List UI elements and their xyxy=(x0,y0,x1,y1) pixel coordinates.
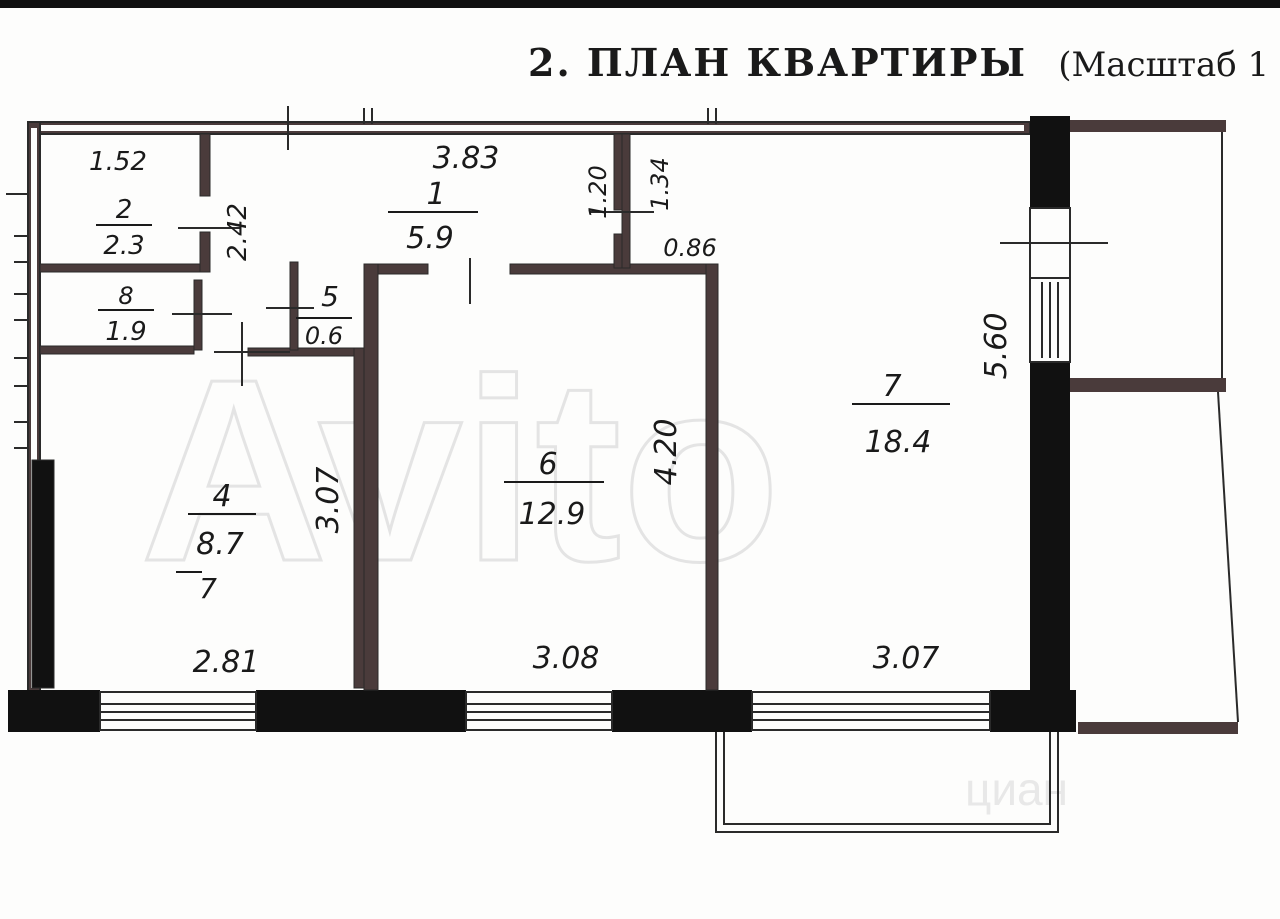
room-2-area: 2.3 xyxy=(103,231,144,261)
top-border xyxy=(0,0,1280,8)
room-7-number: 7 xyxy=(882,369,901,404)
room-1: 1 5.9 xyxy=(406,177,454,256)
plan-title: 2. ПЛАН КВАРТИРЫ (Масштаб 1 xyxy=(528,40,1269,100)
dim-closet-width: 0.86 xyxy=(663,234,716,262)
watermark-avito-text: Avito xyxy=(140,326,780,616)
loggia xyxy=(1217,132,1239,723)
room-7-area: 18.4 xyxy=(865,425,932,460)
watermark-cian-text: циан xyxy=(965,763,1068,815)
dim-closet-a: 1.20 xyxy=(584,165,612,218)
room-5: 5 0.6 xyxy=(305,280,343,350)
dim-bath-width: 1.52 xyxy=(89,147,147,177)
plan-title-main: 2. ПЛАН КВАРТИРЫ xyxy=(528,40,1028,85)
bottom-windows xyxy=(99,691,991,731)
room-4-area: 8.7 xyxy=(196,527,244,562)
room-5-number: 5 xyxy=(321,280,339,313)
room-8: 8 1.9 xyxy=(105,282,146,347)
plan-title-scale: (Масштаб 1 xyxy=(1058,45,1270,85)
right-wall xyxy=(1030,116,1238,734)
interior-walls xyxy=(31,133,719,691)
dim-room6-depth: 4.20 xyxy=(649,419,684,486)
room-8-number: 8 xyxy=(118,282,133,310)
dim-corridor-length: 3.83 xyxy=(433,141,500,176)
dim-bath-depth: 2.42 xyxy=(223,203,253,261)
dim-room7-depth: 5.60 xyxy=(979,313,1014,380)
dimension-labels: 1.52 3.83 0.86 2.81 3.08 3.07 2.42 1.20 … xyxy=(89,141,1014,680)
balcony xyxy=(715,732,1059,833)
room-4-mark: 7 xyxy=(199,572,217,605)
watermark-avito: Avito xyxy=(139,325,782,618)
room-7: 7 18.4 xyxy=(865,369,932,460)
dim-room7-width: 3.07 xyxy=(873,641,940,676)
dim-room6-width: 3.08 xyxy=(533,641,600,676)
dim-closet-b: 1.34 xyxy=(646,157,674,210)
fraction-bars xyxy=(96,211,950,573)
door-marks xyxy=(6,106,717,449)
room-4-number: 4 xyxy=(212,479,231,514)
right-door-window xyxy=(1000,207,1108,363)
room-2: 2 2.3 xyxy=(103,195,144,261)
room-6-number: 6 xyxy=(538,447,557,482)
room-2-number: 2 xyxy=(116,195,133,225)
room-4: 4 8.7 7 xyxy=(196,479,244,605)
room-1-area: 5.9 xyxy=(406,221,454,256)
watermark-cian: циан xyxy=(965,763,1068,815)
room-6: 6 12.9 xyxy=(519,447,586,532)
room-6-area: 12.9 xyxy=(519,497,586,532)
room-1-number: 1 xyxy=(426,177,445,212)
room-5-area: 0.6 xyxy=(305,322,343,350)
room-8-area: 1.9 xyxy=(105,317,146,347)
dim-room4-depth: 3.07 xyxy=(311,467,346,534)
dim-room4-width: 2.81 xyxy=(193,645,260,680)
